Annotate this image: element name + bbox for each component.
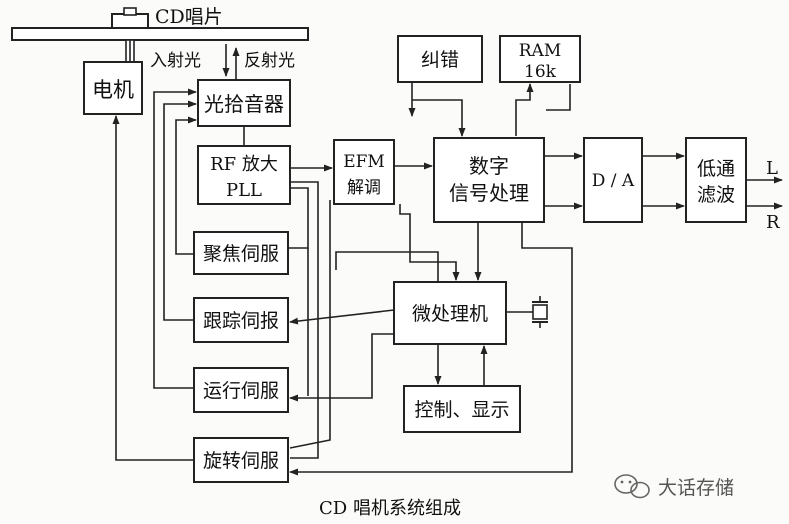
sled-to-pickup-arrow	[153, 88, 197, 389]
dsp-block: 数字 信号处理	[433, 137, 545, 223]
spindle-servo-label: 旋转伺服	[203, 450, 279, 472]
rf-amp-pll-box	[197, 145, 291, 205]
ecc-to-dsp-arrow	[412, 99, 466, 137]
optical-pickup-block: 光拾音器	[197, 79, 291, 127]
watermark: 大话存储	[614, 474, 734, 499]
ram-size-label: 16k	[524, 62, 557, 82]
error-correction-box	[397, 35, 483, 83]
rf-to-spindle-line	[290, 181, 319, 459]
dac-label: D / A	[592, 171, 635, 191]
sled-servo-block: 运行伺服	[193, 367, 289, 413]
focus-servo-label: 聚焦伺服	[203, 243, 279, 265]
ram-return-line	[546, 84, 571, 111]
control-display-box	[403, 385, 521, 433]
disc-clamp	[111, 13, 149, 29]
left-channel-label: L	[766, 158, 778, 179]
ram-block: RAM 16k	[499, 35, 581, 83]
efm-label: EFM	[343, 152, 385, 172]
pll-label: PLL	[226, 180, 262, 201]
spindle-servo-to-motor-arrow	[112, 115, 194, 461]
mcu-to-tracking-arrow	[289, 309, 395, 325]
rf-to-focus-line	[288, 187, 309, 249]
dsp-to-ram-arrow	[515, 83, 534, 136]
mcu-to-sled-arrow	[289, 333, 394, 402]
dsp-label-line2: 信号处理	[449, 181, 529, 205]
laser-beams: 入射光 反射光	[150, 44, 295, 84]
dac-block: D / A	[583, 137, 643, 223]
motor-box	[83, 61, 143, 115]
focus-to-pickup-arrow	[175, 116, 197, 255]
signal-connections	[112, 40, 783, 476]
dsp-label-line1: 数字	[469, 154, 509, 178]
spindle-servo-block: 旋转伺服	[193, 437, 289, 483]
dsp-box	[433, 137, 545, 223]
crystal-oscillator-symbol	[506, 296, 548, 328]
sled-servo-label: 运行伺服	[203, 380, 279, 402]
lpf-label-line2: 滤波	[697, 184, 735, 206]
efm-demod-block: EFM 解调	[333, 139, 395, 205]
right-channel-label: R	[766, 212, 780, 233]
efm-to-spindle-line	[289, 200, 331, 449]
watermark-text: 大话存储	[658, 477, 734, 499]
motor-block: 电机	[83, 61, 143, 115]
optical-pickup-label: 光拾音器	[204, 92, 284, 116]
rf-amp-label: RF 放大	[210, 154, 278, 175]
efm-demod-box	[333, 139, 395, 205]
microprocessor-box	[393, 281, 507, 345]
rf-amp-pll-block: RF 放大 PLL	[197, 145, 291, 205]
ram-label: RAM	[519, 41, 561, 61]
reflected-light-label: 反射光	[244, 51, 295, 71]
motor-label: 电机	[92, 78, 134, 102]
diagram-caption: CD 唱机系统组成	[319, 498, 461, 519]
focus-servo-block: 聚焦伺服	[193, 231, 289, 275]
tracking-servo-label: 跟踪伺报	[203, 310, 279, 332]
disc-label: CD唱片	[155, 6, 223, 28]
efm-to-mcu-arrow	[399, 204, 460, 281]
dac-box	[583, 137, 643, 223]
cd-disc: CD唱片	[11, 6, 309, 63]
demod-label: 解调	[347, 178, 381, 198]
low-pass-filter-box	[685, 137, 747, 223]
focus-servo-box	[193, 231, 289, 275]
tracking-servo-box	[193, 297, 289, 343]
sled-servo-box	[193, 367, 289, 413]
mcu-to-focus-link	[335, 251, 439, 282]
control-display-block: 控制、显示	[403, 385, 521, 433]
spindle-servo-box	[193, 437, 289, 483]
lpf-label-line1: 低通	[697, 158, 735, 180]
disc-hub	[123, 7, 137, 16]
microprocessor-block: 微处理机	[393, 281, 507, 345]
error-correction-block: 纠错	[397, 35, 483, 83]
error-correction-label: 纠错	[421, 49, 459, 71]
wechat-icon	[614, 474, 650, 499]
low-pass-filter-block: 低通 滤波	[685, 137, 747, 223]
incident-light-label: 入射光	[150, 51, 201, 71]
crystal-body	[532, 304, 548, 320]
microprocessor-label: 微处理机	[412, 303, 488, 325]
dsp-to-spindle-arrow	[289, 222, 573, 476]
tracking-to-pickup-arrow	[163, 100, 197, 321]
ram-box	[499, 35, 581, 83]
disc-platter	[11, 27, 309, 41]
control-display-label: 控制、显示	[414, 399, 509, 421]
tracking-servo-block: 跟踪伺报	[193, 297, 289, 343]
